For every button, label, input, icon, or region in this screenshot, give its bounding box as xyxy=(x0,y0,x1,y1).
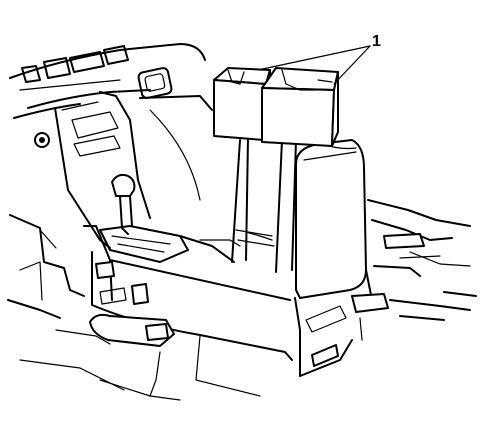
instrument-panel xyxy=(9,43,206,148)
cup-holder-right xyxy=(261,67,339,147)
gear-shifter xyxy=(99,173,189,263)
console-armrest xyxy=(295,139,373,301)
callout-label-1: 1 xyxy=(372,33,381,50)
callout-1: 1 xyxy=(257,33,381,85)
right-floor-details xyxy=(351,199,477,341)
cup-holder-left xyxy=(213,67,271,141)
cup-holder-inserts xyxy=(213,67,339,147)
cup-holder-shafts xyxy=(231,137,297,273)
center-stack xyxy=(54,91,213,249)
left-floor-details xyxy=(7,214,181,401)
